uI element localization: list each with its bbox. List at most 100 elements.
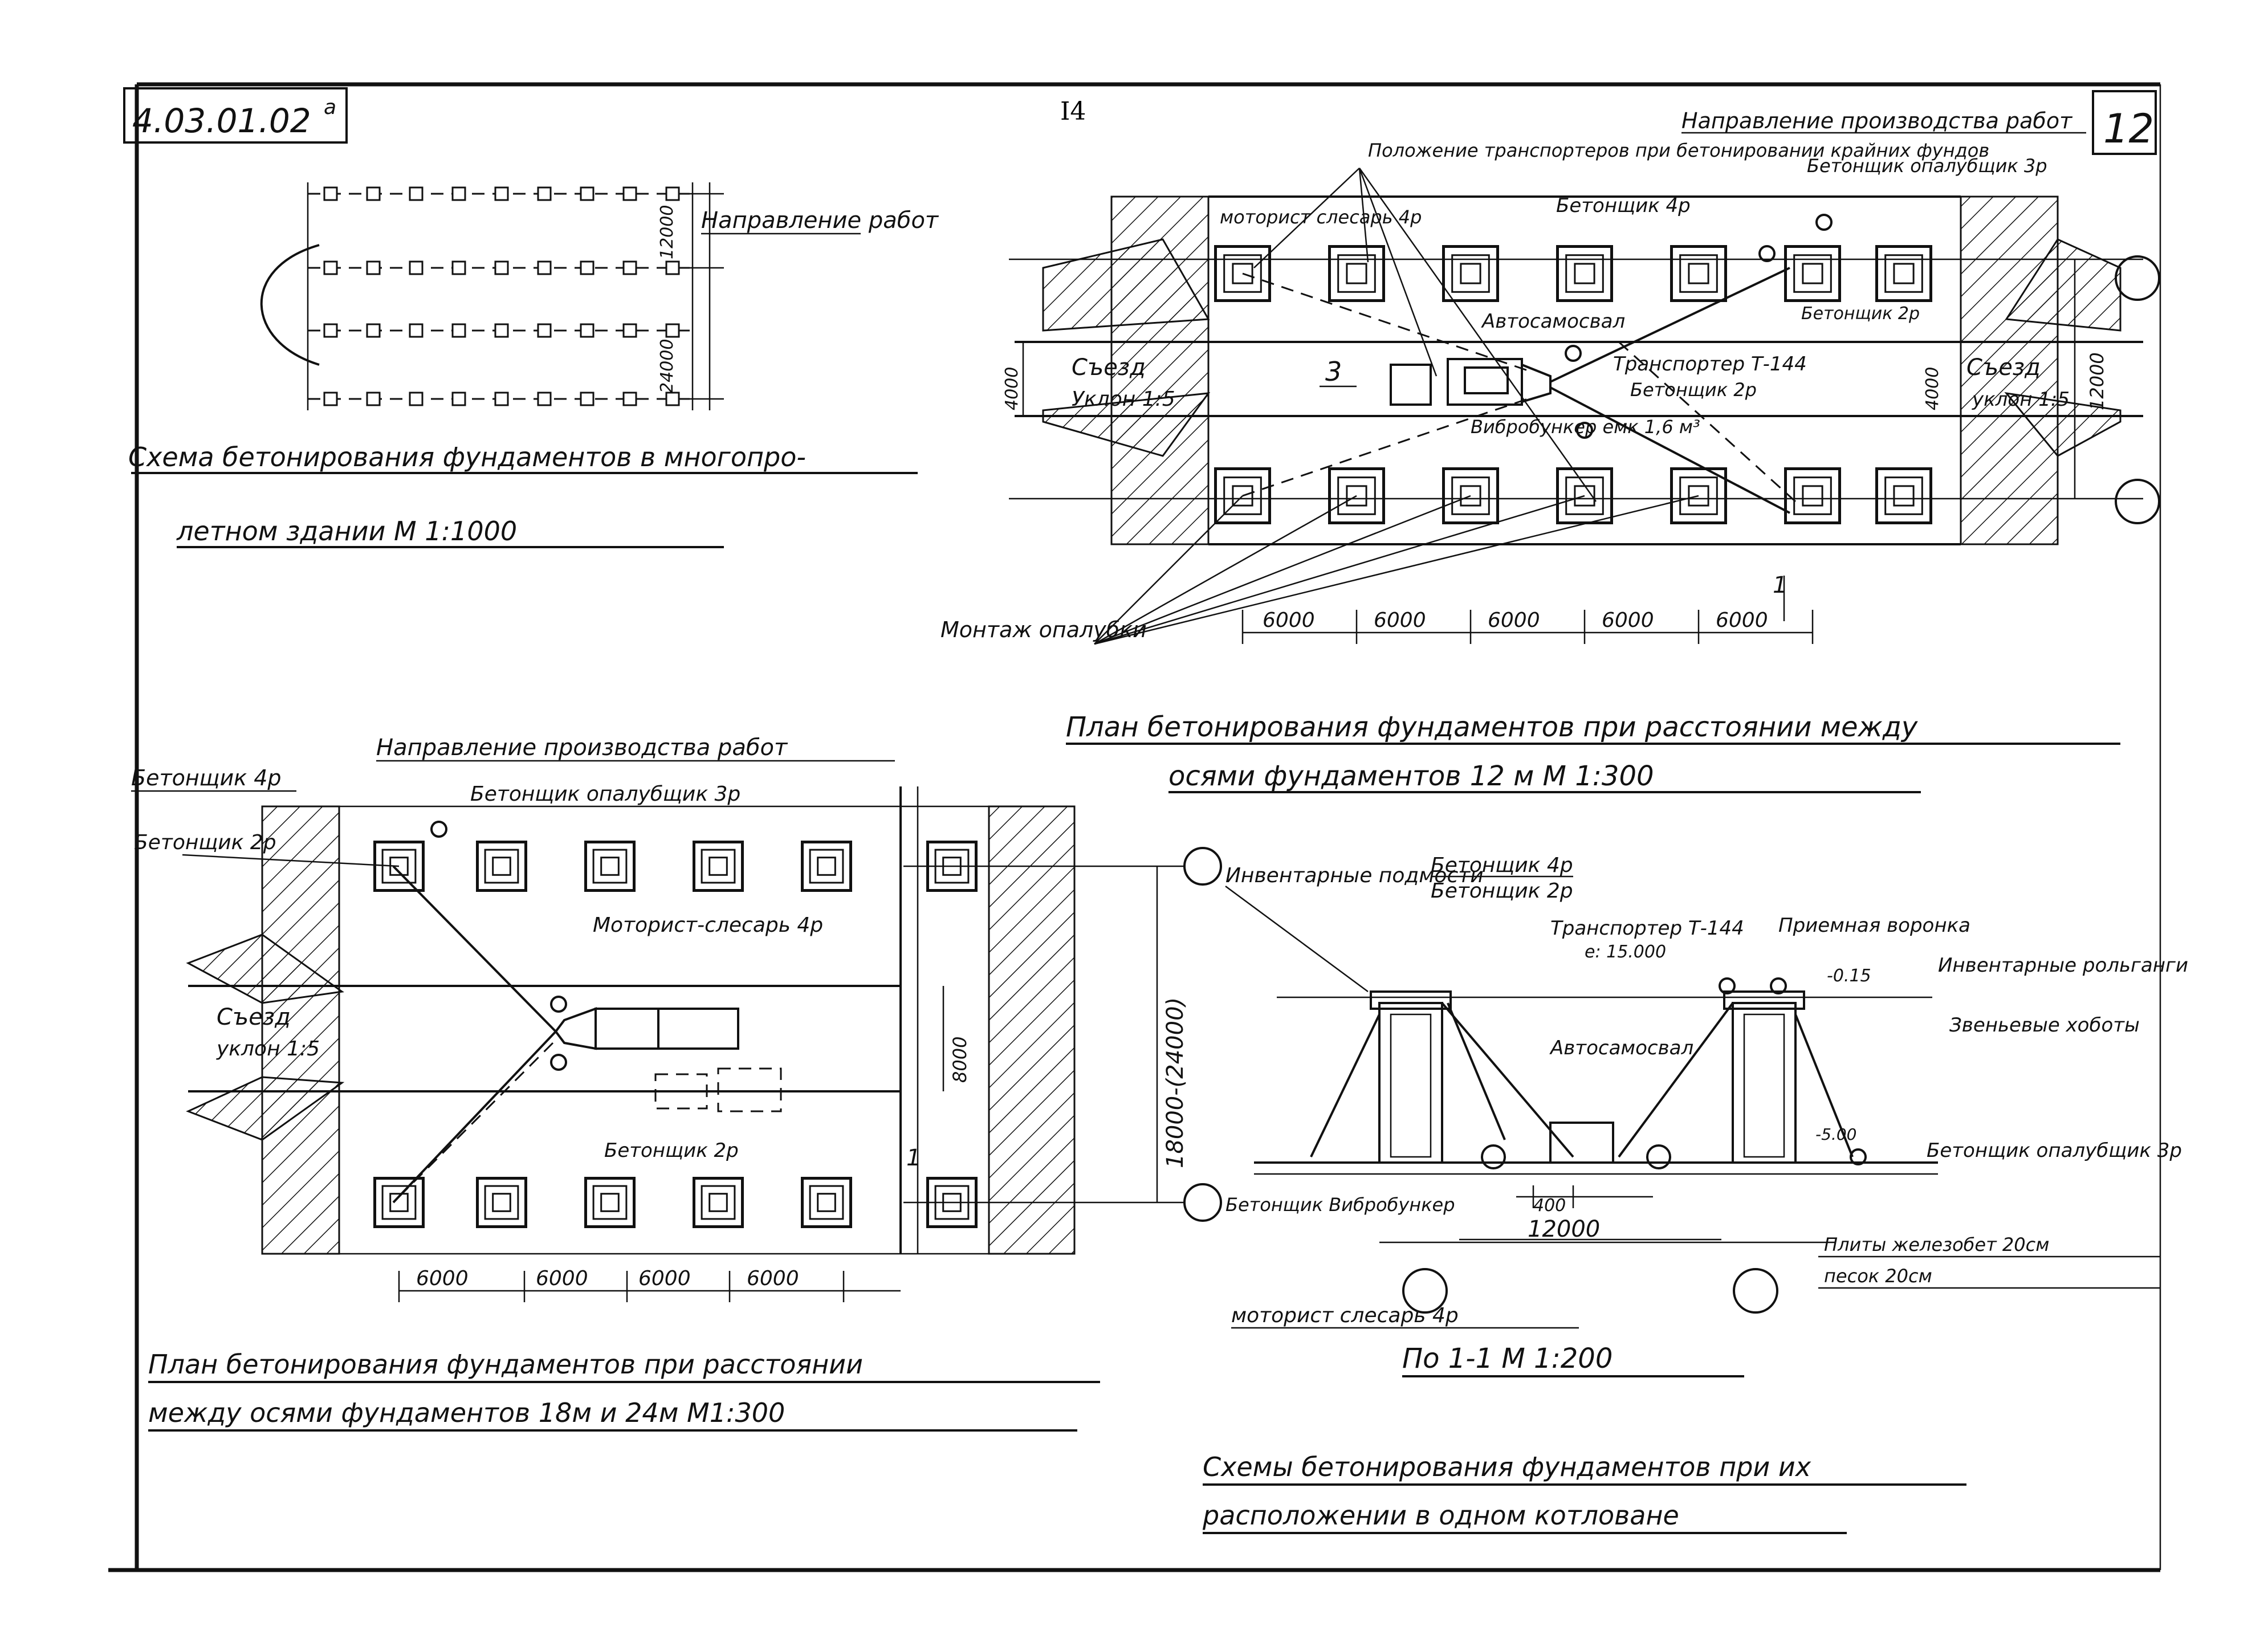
plan12-foundation [1442, 467, 1499, 524]
plan18-concrete-2a: Бетонщик 2р [134, 831, 276, 854]
section-right-column [1723, 990, 1805, 1164]
plan18-slope: уклон 1:5 [216, 1037, 320, 1061]
plan12-autotruck: Автосамосвал [1481, 310, 1625, 333]
plan12-span-2: 6000 [1374, 609, 1426, 632]
plan12-foundation [1670, 245, 1727, 302]
plan12-concrete-4: Бетонщик 4р [1556, 194, 1691, 217]
scheme-footing [494, 323, 509, 338]
footer-caption: Схемы бетонирования фундаментов при их р… [1202, 1452, 1966, 1534]
plan12-ramp-right: Съезд [1966, 354, 2041, 381]
scheme-footing [323, 323, 338, 338]
plan18-dim-inner: 8000 [949, 1037, 971, 1083]
plan12-vibro: Вибробункер емк 1,6 м³ [1471, 416, 1700, 438]
scheme-footing [409, 323, 424, 338]
footer-caption-line-1: Схемы бетонирования фундаментов при их [1203, 1452, 1811, 1482]
plan12-foundation [1556, 245, 1613, 302]
scheme-footing [537, 392, 552, 406]
plan12-motorist: моторист слесарь 4р [1220, 206, 1422, 228]
section-concrete-formwork: Бетонщик опалубщик 3р [1927, 1139, 2182, 1162]
scheme-footing [537, 260, 552, 275]
plan12-foundation [1556, 467, 1613, 524]
plan18-title-line-1: План бетонирования фундаментов при расст… [148, 1349, 863, 1380]
section-inventory-chutes: Инвентарные рольганги [1938, 954, 2188, 977]
plan12-dim-right: 4000 [1923, 367, 1943, 410]
plan18-foundation [926, 841, 978, 892]
section-concrete-4: Бетонщик 4р [1431, 854, 1573, 877]
plan18-direction-label: Направление производства работ [376, 735, 788, 761]
scheme-footing [451, 392, 466, 406]
plan18-foundation [693, 841, 744, 892]
plan12-dim-total: 12000 [2086, 352, 2108, 410]
plan12-foundation [1784, 245, 1841, 302]
section-receiving-hopper: Приемная воронка [1778, 914, 1970, 937]
sheet-code-suffix: a [324, 96, 336, 119]
scheme-footing [323, 392, 338, 406]
section-left-column [1370, 990, 1452, 1164]
plan18-ramp: Съезд [217, 1004, 291, 1030]
scheme-foundation-grid [323, 186, 680, 406]
plan12-section-mark: 1 [1773, 572, 1787, 598]
plan18-concrete-formwork: Бетонщик опалубщик 3р [470, 782, 740, 806]
plan18-foundation [476, 841, 527, 892]
plan18-span-3: 6000 [638, 1267, 691, 1290]
plan12-span-4: 6000 [1602, 609, 1654, 632]
scheme-footing [323, 186, 338, 201]
plan18-foundation [801, 1177, 852, 1228]
plan-12m: 4000 4000 12000 Съезд Уклон 1:5 Съезд ук… [940, 108, 2160, 793]
plan12-slope-left: Уклон 1:5 [1072, 388, 1175, 411]
scheme-footing [366, 323, 381, 338]
sheet-code: 4.03.01.02 [132, 101, 311, 140]
plan12-slope-right: уклон 1:5 [1972, 388, 2070, 411]
sheet-number: 12 [2103, 105, 2154, 152]
scheme-title-line-1: Схема бетонирования фундаментов в многоп… [128, 442, 806, 472]
scheme-footing [451, 260, 466, 275]
plan12-foundation [1214, 245, 1271, 302]
scheme-footing [409, 260, 424, 275]
section-transporter: Транспортер Т-144 [1550, 917, 1744, 940]
sheet-code-stamp: 4.03.01.02 a [123, 87, 348, 144]
scheme-footing [494, 186, 509, 201]
scheme-footing [537, 323, 552, 338]
scheme-footing [580, 392, 595, 406]
section-link-trunks: Звеньевые хоботы [1949, 1014, 2140, 1037]
scheme-footing [494, 392, 509, 406]
scheme-footing [580, 323, 595, 338]
plan12-dim-left: 4000 [1002, 367, 1022, 410]
scheme-footing [622, 186, 637, 201]
plan18-concrete-4: Бетонщик 4р [131, 765, 282, 790]
plan18-foundation [693, 1177, 744, 1228]
scheme-footing [665, 323, 680, 338]
scheme-footing [665, 260, 680, 275]
plan12-foundation [1328, 467, 1385, 524]
scheme-footing [622, 392, 637, 406]
plan12-foundation [1670, 467, 1727, 524]
plan12-foundation [1328, 245, 1385, 302]
scheme-footing [451, 186, 466, 201]
plan12-span-5: 6000 [1716, 609, 1768, 632]
section-level-top: -0.15 [1827, 966, 1871, 986]
scheme-direction-label: Направление работ [701, 207, 939, 234]
section-concrete-2: Бетонщик 2р [1431, 879, 1573, 903]
section-dim-vertical: 18000-(24000) [1162, 997, 1188, 1168]
scheme-footing [409, 186, 424, 201]
section-dim-12000: 12000 [1528, 1216, 1600, 1242]
scheme-dim-2: 24000 [657, 339, 677, 393]
plan18-foundation [584, 841, 636, 892]
plan18-span-2: 6000 [536, 1267, 588, 1290]
plan12-formwork-install-label: Монтаж опалубки [940, 617, 1147, 642]
plan18-foundation [801, 841, 852, 892]
scheme-footing [580, 186, 595, 201]
plan18-foundations [373, 841, 978, 1228]
scheme-dim-1: 12000 [657, 205, 677, 259]
section-title: По 1-1 М 1:200 [1402, 1343, 1613, 1375]
section-motorist: моторист слесарь 4р [1231, 1304, 1459, 1327]
plan18-concrete-2b: Бетонщик 2р [604, 1139, 739, 1162]
plan12-concrete-formwork: Бетонщик опалубщик 3р [1807, 155, 2047, 177]
scheme-footing [622, 323, 637, 338]
plan12-foundation [1875, 467, 1932, 524]
plan18-section-mark: 1 [906, 1145, 921, 1171]
footer-caption-line-2: расположении в одном котловане [1202, 1500, 1679, 1531]
scheme-footing [537, 186, 552, 201]
plan12-mark-3: 3 [1325, 356, 1342, 387]
plan12-transporter-position: Положение транспортеров при бетонировани… [1368, 140, 1989, 161]
